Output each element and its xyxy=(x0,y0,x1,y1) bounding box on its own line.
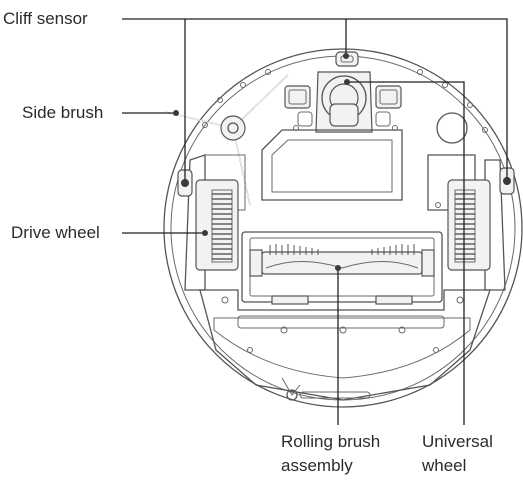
label-universal-wheel-line1: Universal xyxy=(422,432,493,451)
leader-universal-wheel xyxy=(347,81,465,425)
label-universal-wheel-line2: wheel xyxy=(422,456,467,475)
leader-lines xyxy=(122,18,508,425)
label-side-brush: Side brush xyxy=(22,103,104,122)
label-drive-wheel: Drive wheel xyxy=(11,223,100,242)
round-cover xyxy=(436,112,468,144)
label-rolling-brush-line1: Rolling brush xyxy=(281,432,381,451)
top-sensor-window xyxy=(335,51,359,67)
leader-dots xyxy=(173,53,510,271)
rim-screws xyxy=(202,69,488,133)
left-drive-wheel xyxy=(195,179,239,271)
rolling-brush-assembly xyxy=(241,231,443,305)
lower-housing xyxy=(199,289,491,401)
right-drive-wheel xyxy=(447,179,491,271)
label-rolling-brush-line2: assembly xyxy=(281,456,353,475)
universal-wheel-assembly xyxy=(284,71,402,133)
battery-cover xyxy=(261,125,403,201)
leader-cliff-sensor xyxy=(122,18,508,181)
label-cliff-sensor: Cliff sensor xyxy=(3,9,88,28)
